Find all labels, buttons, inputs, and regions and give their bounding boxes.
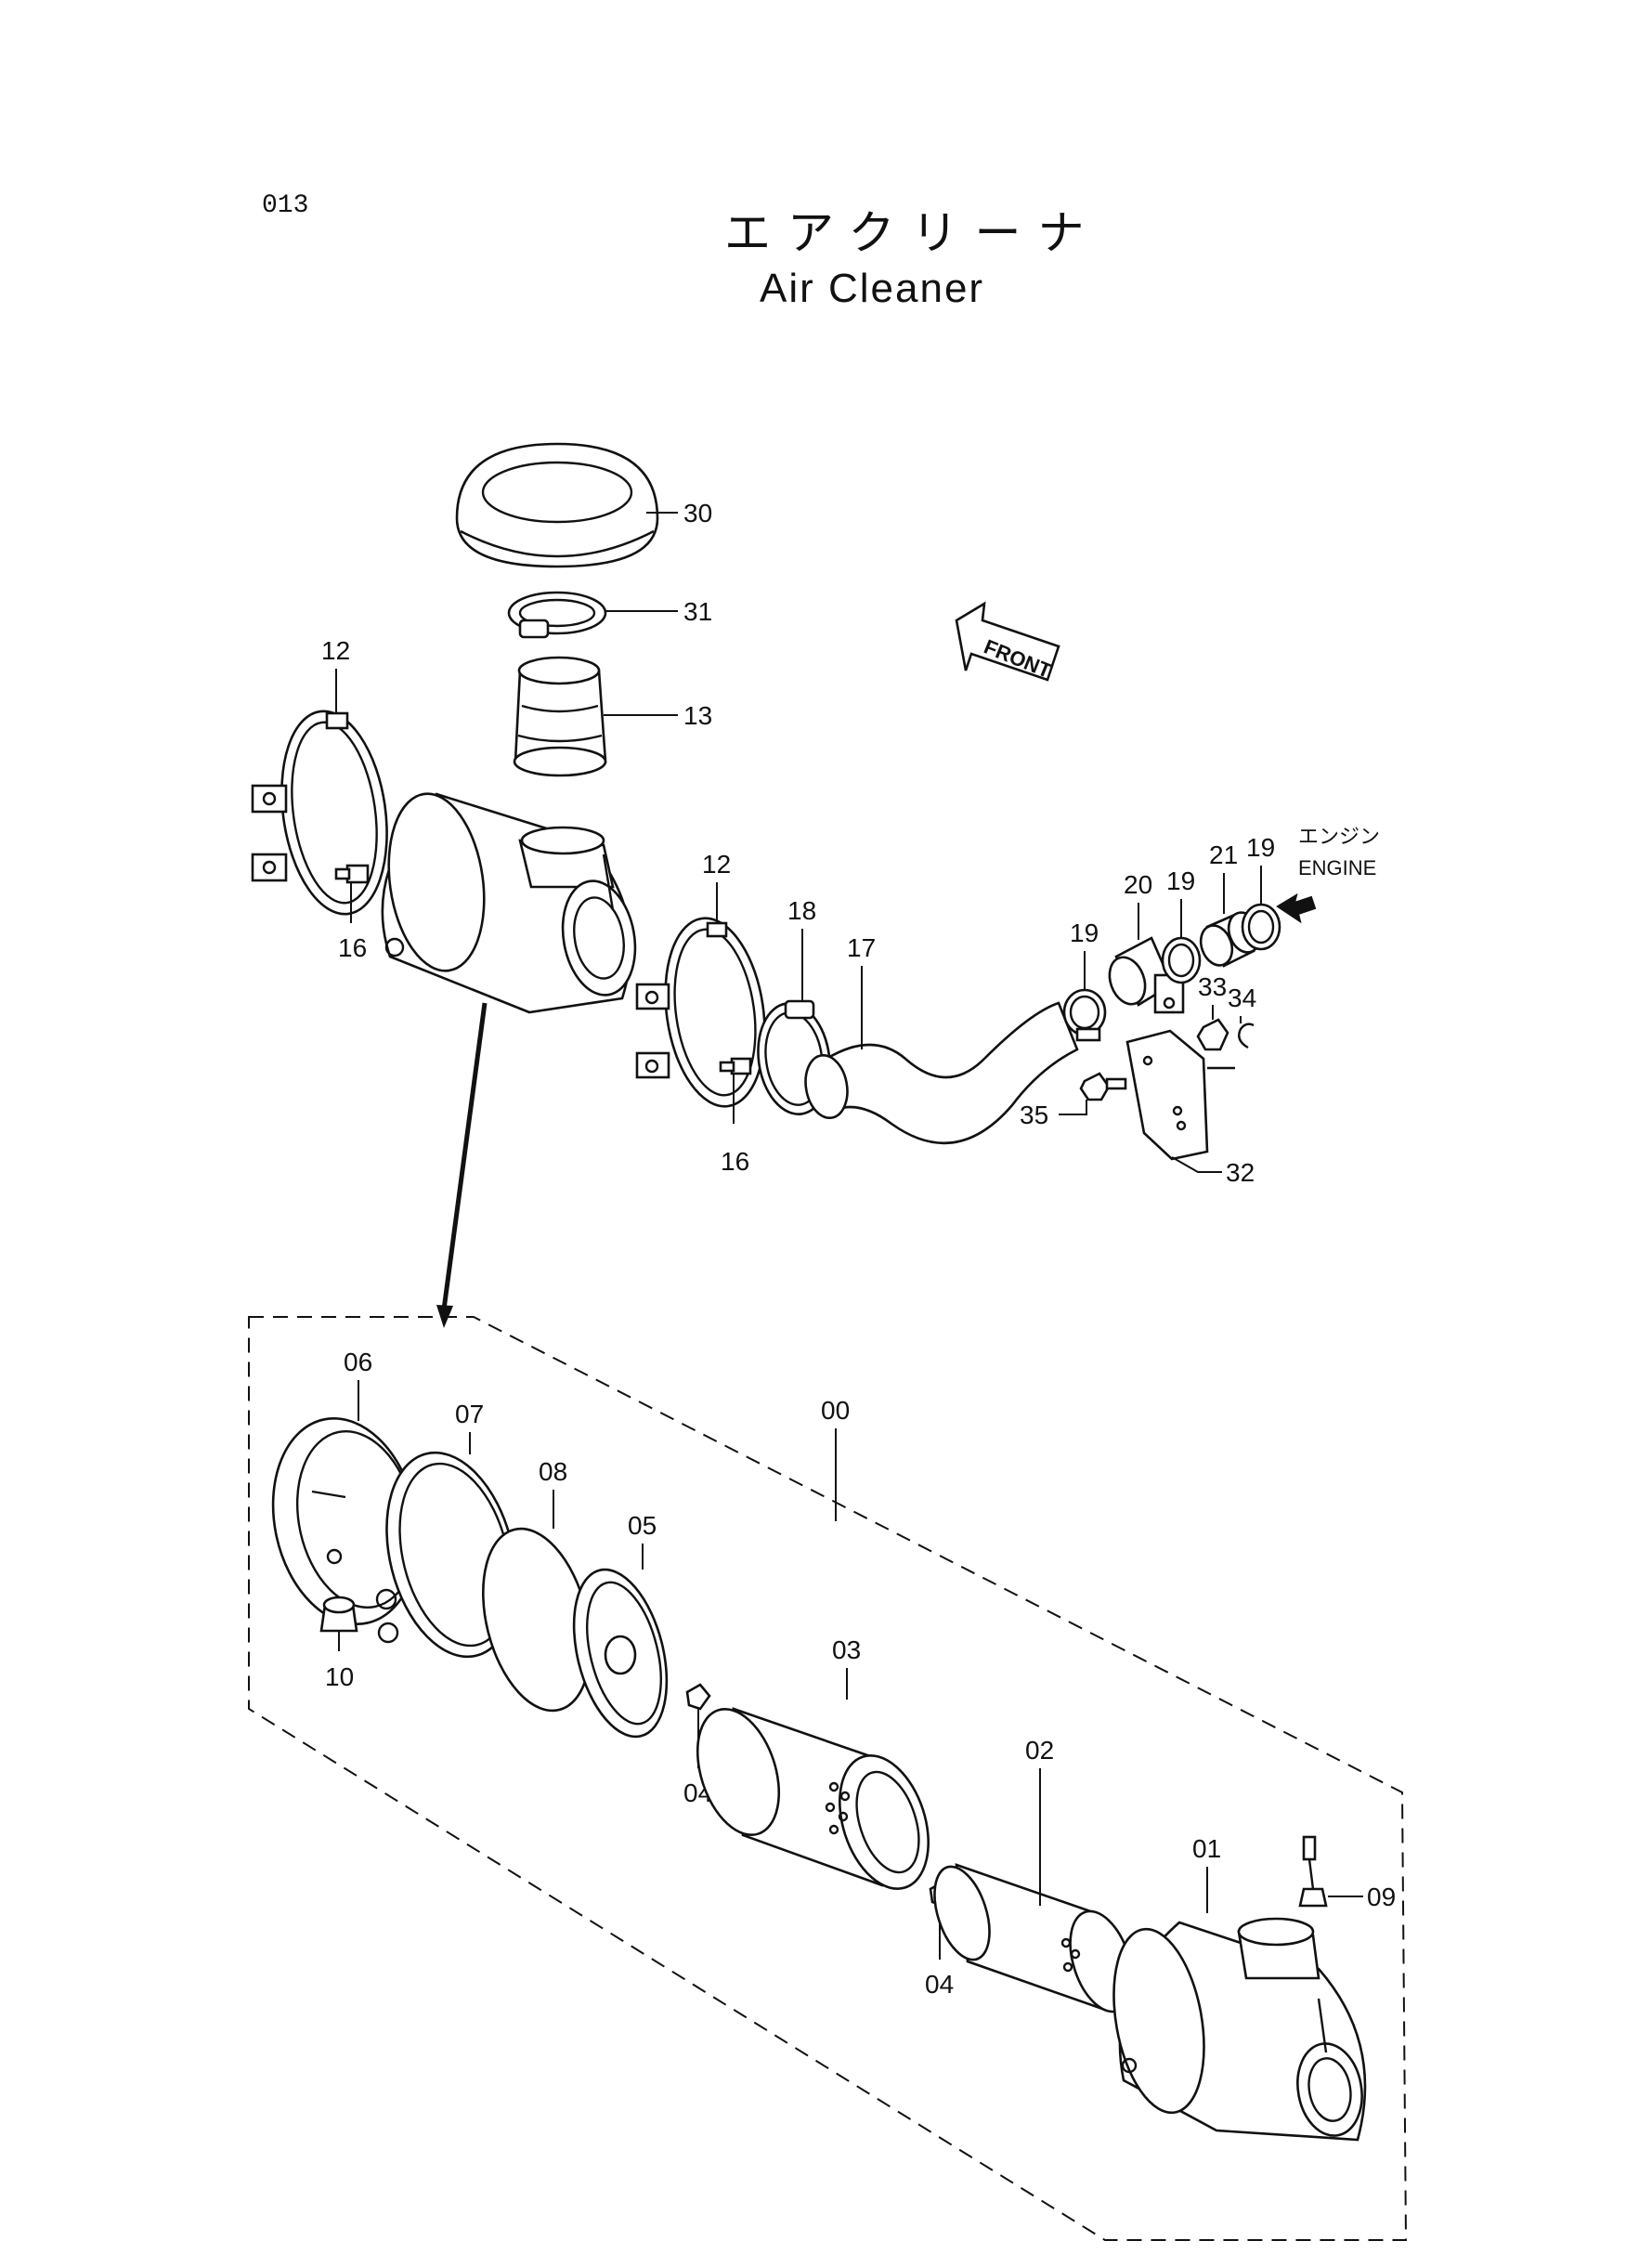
nut-33 [1196, 1018, 1229, 1051]
callout-18: 18 [787, 896, 816, 925]
band-clamp-31 [507, 591, 607, 639]
engine-arrow-icon [1276, 892, 1317, 924]
callout-33: 33 [1198, 972, 1227, 1001]
cover-06 [271, 1417, 420, 1625]
callout-02: 02 [1025, 1736, 1054, 1765]
kit-outline-00 [248, 1316, 1408, 2241]
washer-34 [1238, 1023, 1255, 1049]
rain-cap-part [455, 442, 659, 568]
callout-03: 03 [832, 1635, 861, 1664]
callout-32: 32 [1226, 1158, 1255, 1187]
outer-filter-element-03 [696, 1707, 930, 1890]
callout-34: 34 [1228, 984, 1256, 1012]
callout-08: 08 [539, 1457, 567, 1486]
air-cleaner-body-01 [1112, 1917, 1367, 2142]
callout-10: 10 [325, 1662, 354, 1691]
callout-00: 00 [821, 1396, 850, 1425]
front-arrow-icon: FRONT [955, 601, 1060, 683]
callout-21: 21 [1209, 840, 1238, 869]
callout-19-upper: 19 [1246, 833, 1275, 862]
inner-filter-element-02 [933, 1863, 1134, 2013]
page-title-english: Air Cleaner [760, 266, 984, 311]
wing-nut-04-left [685, 1683, 711, 1711]
callout-16-left: 16 [338, 933, 367, 962]
bracket-plate-32 [1125, 1029, 1235, 1161]
engine-label-english: ENGINE [1298, 856, 1376, 879]
callout-05: 05 [628, 1511, 657, 1540]
restriction-indicator-09 [1298, 1835, 1328, 1908]
callout-19-lower: 19 [1070, 919, 1099, 947]
callout-16-right: 16 [721, 1147, 749, 1176]
callout-13: 13 [683, 701, 712, 730]
mounting-band-12-right [635, 917, 766, 1108]
air-cleaner-housing-upper [381, 792, 637, 1014]
callout-35: 35 [1020, 1101, 1048, 1129]
hose-clamp-19-upper [1241, 903, 1281, 951]
rubber-tube-13 [513, 656, 607, 777]
end-plate-05 [572, 1568, 669, 1739]
hose-clamp-19-middle [1161, 936, 1202, 984]
callout-17: 17 [847, 933, 876, 962]
callout-06: 06 [344, 1348, 372, 1376]
bolt-16-left [334, 864, 370, 884]
callout-31: 31 [683, 597, 712, 626]
engine-label-japanese: エンジン [1298, 825, 1380, 848]
elbow-hose-17 [804, 1001, 1079, 1145]
callout-12-right: 12 [702, 850, 731, 879]
mounting-band-12-left [251, 710, 388, 916]
dust-valve-10 [319, 1596, 358, 1633]
bolt-35 [1079, 1072, 1127, 1101]
callout-07: 07 [455, 1400, 484, 1428]
page-title-japanese: エアクリーナ [724, 206, 1101, 260]
callout-04-right: 04 [925, 1970, 954, 1999]
callout-30: 30 [683, 499, 712, 528]
callout-12-upper-left: 12 [321, 636, 350, 665]
callout-01: 01 [1192, 1834, 1221, 1863]
callout-20: 20 [1124, 870, 1152, 899]
callout-19-middle: 19 [1166, 866, 1195, 895]
bolt-16-right [719, 1057, 752, 1075]
page-number: 013 [262, 191, 308, 220]
callout-09: 09 [1367, 1883, 1396, 1911]
